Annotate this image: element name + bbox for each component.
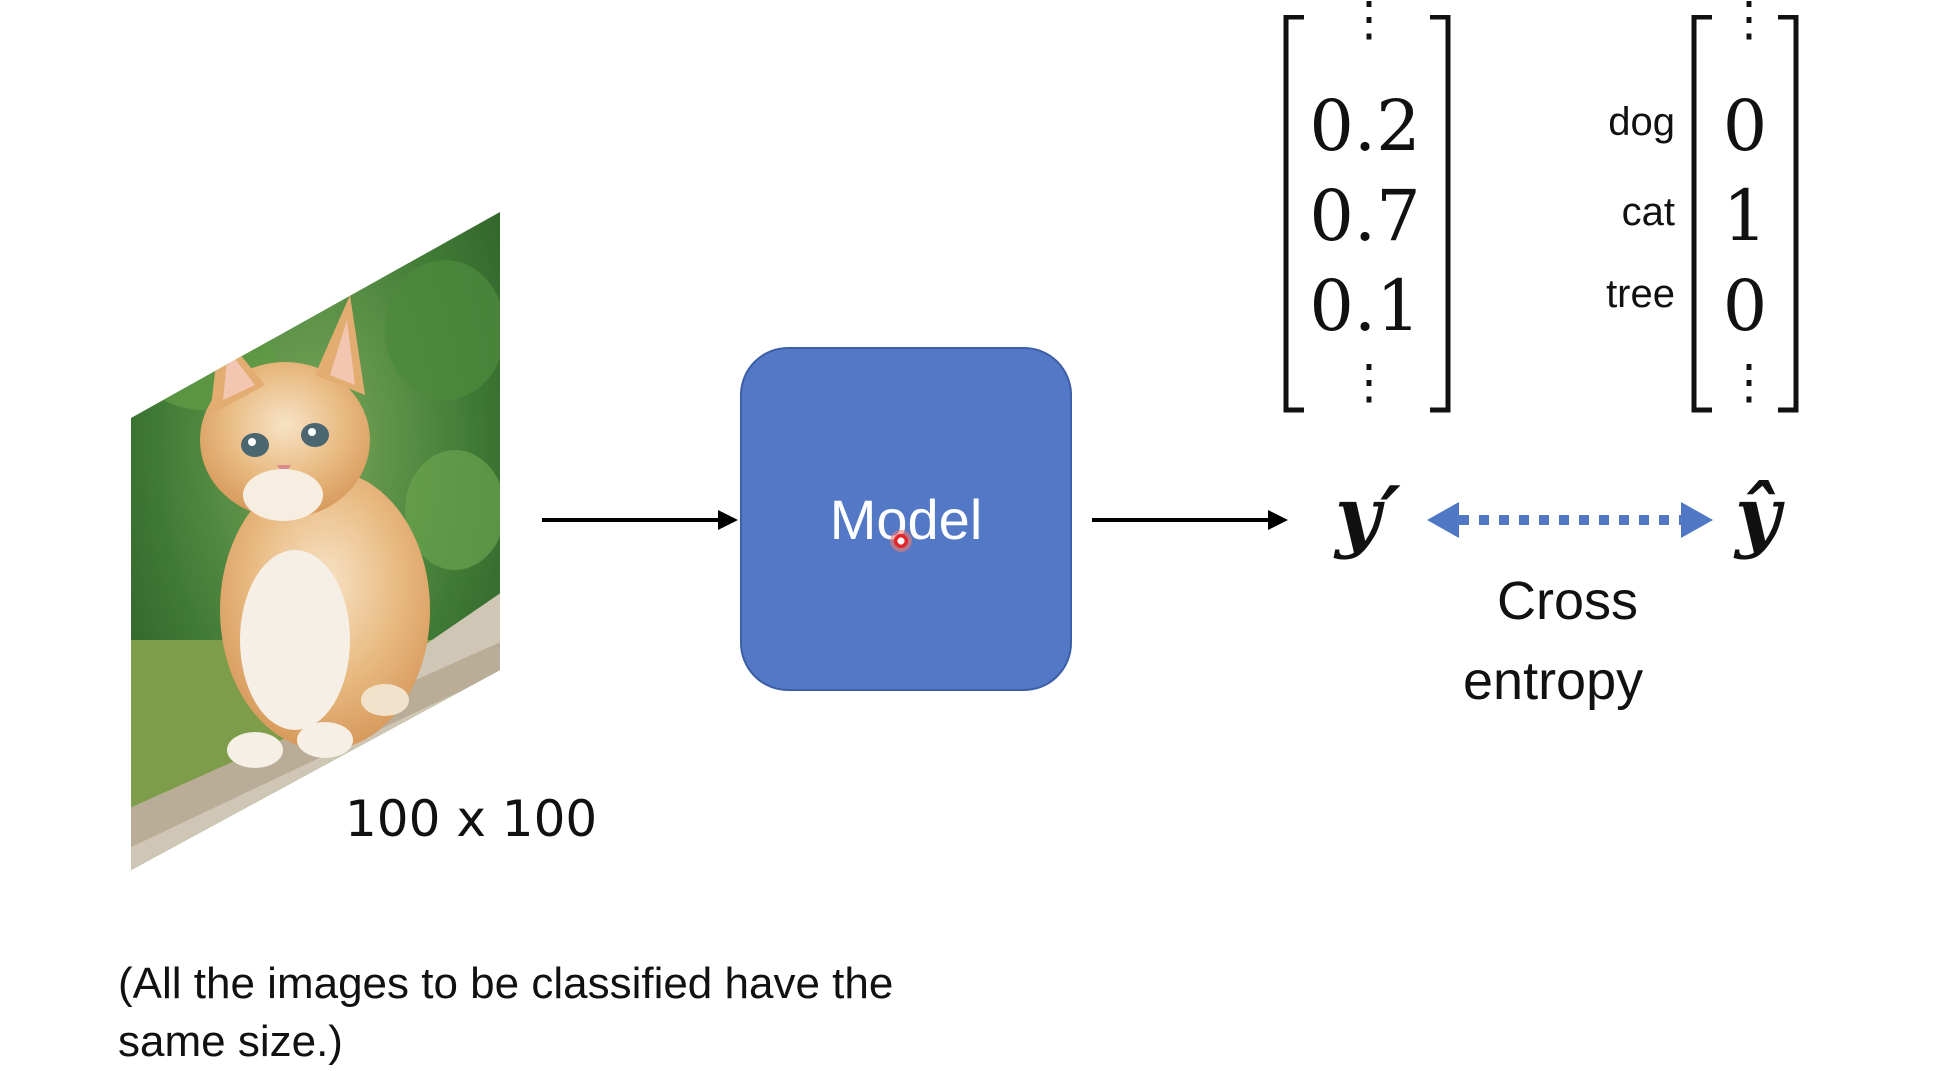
kitten-image bbox=[131, 212, 500, 870]
prediction-bottom-ellipsis: ⋮ bbox=[1345, 354, 1393, 410]
target-value-tree: 0 bbox=[1722, 265, 1768, 347]
caption: (All the images to be classified have th… bbox=[118, 955, 1018, 1071]
target-value-dog: 0 bbox=[1722, 85, 1768, 167]
model-box: Model bbox=[740, 347, 1072, 691]
prediction-symbol: y′ bbox=[1335, 470, 1401, 561]
class-label-dog: dog bbox=[1608, 100, 1675, 144]
caption-line2: same size.) bbox=[118, 1017, 343, 1066]
caption-line1: (All the images to be classified have th… bbox=[118, 959, 894, 1008]
prediction-vector-brackets bbox=[1283, 15, 1451, 413]
class-label-tree: tree bbox=[1606, 272, 1675, 316]
input-arrow bbox=[542, 510, 738, 530]
loss-label-line1: Cross bbox=[1497, 571, 1639, 631]
class-label-cat: cat bbox=[1621, 190, 1675, 234]
cross-entropy-double-arrow bbox=[1427, 502, 1713, 538]
cursor-pointer-indicator bbox=[890, 530, 912, 552]
prediction-value-tree: 0.1 bbox=[1309, 265, 1421, 347]
target-symbol: ŷ bbox=[1735, 470, 1781, 561]
target-bottom-ellipsis: ⋮ bbox=[1725, 354, 1773, 410]
prediction-value-cat: 0.7 bbox=[1309, 175, 1421, 257]
loss-label-line2: entropy bbox=[1463, 651, 1644, 711]
image-size-label: 100 x 100 bbox=[345, 790, 598, 848]
target-top-ellipsis: ⋮ bbox=[1725, 0, 1773, 47]
target-vector-brackets bbox=[1691, 15, 1799, 413]
output-arrow bbox=[1092, 510, 1288, 530]
target-value-cat: 1 bbox=[1722, 175, 1768, 257]
prediction-top-ellipsis: ⋮ bbox=[1345, 0, 1393, 47]
prediction-value-dog: 0.2 bbox=[1309, 85, 1421, 167]
